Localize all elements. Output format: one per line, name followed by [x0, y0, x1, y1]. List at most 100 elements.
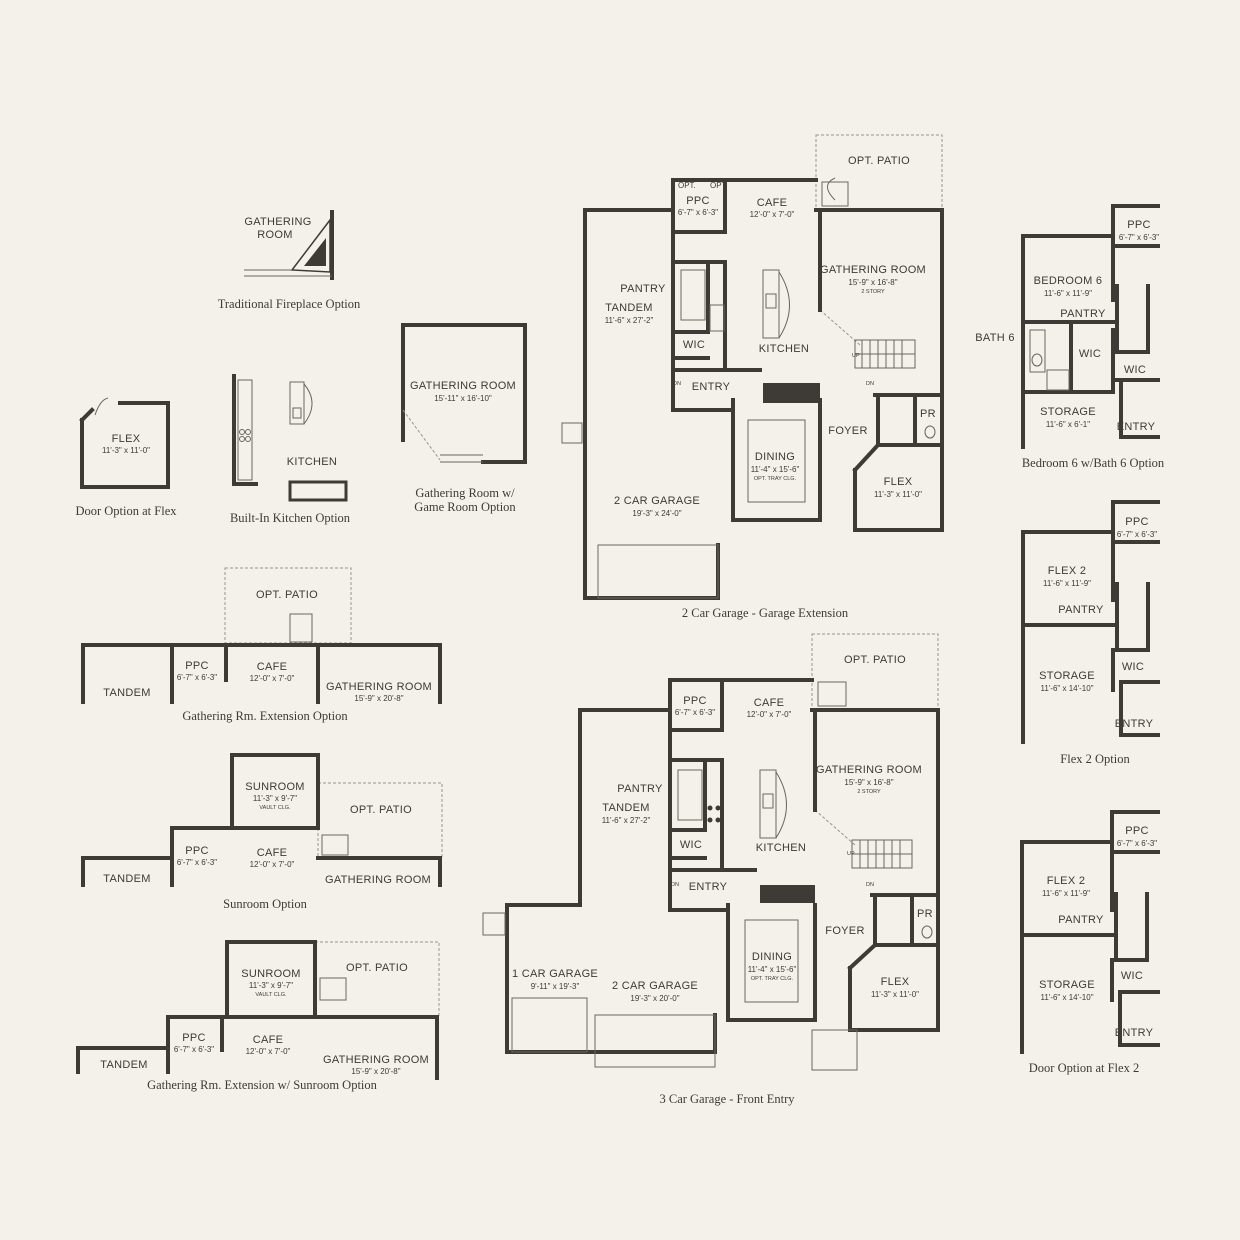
room-dimension: 15'-11" x 16'-10" [434, 394, 492, 403]
room-label: GATHERING ROOM [816, 764, 922, 776]
room-note: OPT. TRAY CLG. [751, 976, 794, 982]
caption: Sunroom Option [223, 897, 307, 911]
room-dimension: 11'-6" x 14'-10" [1040, 684, 1093, 693]
room-label: PPC [185, 845, 209, 857]
door-swing-icon [94, 397, 109, 416]
room-label: PPC [1125, 516, 1149, 528]
room-dimension: 11'-6" x 11'-9" [1044, 289, 1092, 298]
room-dimension: 11'-3" x 9'-7" [249, 981, 293, 990]
room-dimension: 6'-7" x 6'-3" [1117, 839, 1157, 848]
room-dimension: 19'-3" x 20'-0" [630, 994, 679, 1003]
room-dimension: 11'-4" x 15'-6" [751, 465, 800, 474]
stair-label: DN [866, 882, 874, 888]
builtin-kitchen-option: KITCHEN Built-In Kitchen Option [230, 374, 351, 525]
caption: Door Option at Flex 2 [1029, 1061, 1139, 1075]
room-note: OPT. TRAY CLG. [754, 476, 797, 482]
flex2-option: PPC 6'-7" x 6'-3" FLEX 2 11'-6" x 11'-9"… [1021, 500, 1160, 766]
caption: Gathering Rm. Extension w/ Sunroom Optio… [147, 1078, 378, 1092]
room-label: ENTRY [1115, 718, 1154, 730]
room-label: FOYER [825, 925, 864, 937]
cooktop-icon [239, 429, 251, 442]
room-label: OPT. PATIO [848, 155, 910, 167]
room-note: 2 STORY [861, 289, 885, 295]
room-label: KITCHEN [287, 456, 337, 468]
room-label: PANTRY [617, 783, 663, 795]
room-label: STORAGE [1039, 670, 1095, 682]
room-label: TANDEM [602, 802, 649, 814]
cooktop-icon [707, 805, 721, 823]
fireplace-icon [244, 210, 334, 280]
tub-icon [1046, 369, 1070, 391]
room-label: TANDEM [100, 1059, 147, 1071]
room-label: WIC [1122, 661, 1144, 673]
room-dimension: 6'-7" x 6'-3" [177, 858, 217, 867]
room-dimension: 6'-7" x 6'-3" [678, 208, 718, 217]
room-label: 2 CAR GARAGE [614, 495, 700, 507]
room-label: CAFE [757, 197, 788, 209]
room-dimension: 12'-0" x 7'-0" [246, 1047, 291, 1056]
caption: Gathering Room w/ [415, 486, 515, 500]
cooktop-icon [709, 304, 725, 332]
caption: Door Option at Flex [75, 504, 177, 518]
room-label: STORAGE [1040, 406, 1096, 418]
stair-icon [851, 839, 913, 869]
room-label: PANTRY [1058, 604, 1104, 616]
sunroom-option: OPT. PATIO SUNROOM 11'-3" x 9'-7" VAULT … [81, 753, 443, 911]
room-label: SUNROOM [245, 781, 305, 793]
room-label: WIC [1121, 970, 1143, 982]
room-label: CAFE [257, 847, 288, 859]
room-dimension: 11'-6" x 14'-10" [1040, 993, 1093, 1002]
room-label: DINING [755, 451, 795, 463]
sink-icon [292, 407, 302, 419]
room-label: PPC [182, 1032, 206, 1044]
room-label: PANTRY [1060, 308, 1106, 320]
toilet-icon [924, 425, 936, 439]
room-label: BEDROOM 6 [1034, 275, 1103, 287]
stair-label: DN [673, 381, 681, 387]
room-dimension: 15'-9" x 16'-8" [844, 778, 893, 787]
room-label: PANTRY [620, 283, 666, 295]
toilet-icon [1031, 353, 1043, 367]
room-dimension: 19'-3" x 24'-0" [632, 509, 681, 518]
door-option-at-flex2: PPC 6'-7" x 6'-3" FLEX 2 11'-6" x 11'-9"… [1020, 810, 1160, 1075]
stair-label: DN [866, 381, 874, 387]
room-label: PPC [686, 195, 710, 207]
room-label: WIC [683, 339, 705, 351]
room-dimension: 11'-6" x 11'-9" [1043, 579, 1091, 588]
room-label: KITCHEN [756, 842, 806, 854]
opt-label: OPT. [710, 181, 728, 190]
gathering-rm-extension-option: OPT. PATIO PPC 6'-7" x 6'-3" CAFE 12'-0"… [81, 567, 442, 723]
room-label: TANDEM [103, 873, 150, 885]
sink-icon [762, 793, 774, 809]
room-label: OPT. PATIO [346, 962, 408, 974]
caption: Bedroom 6 w/Bath 6 Option [1022, 456, 1165, 470]
caption: Flex 2 Option [1060, 752, 1130, 766]
room-dimension: 6'-7" x 6'-3" [177, 673, 217, 682]
fireplace-option: GATHERING ROOM Traditional Fireplace Opt… [218, 210, 361, 311]
room-label: GATHERING ROOM [410, 380, 516, 392]
room-label: FLEX [884, 476, 913, 488]
room-dimension: 15'-9" x 20'-8" [354, 694, 403, 703]
caption: 3 Car Garage - Front Entry [659, 1092, 795, 1106]
room-dimension: 12'-0" x 7'-0" [747, 710, 792, 719]
room-label: CAFE [257, 661, 288, 673]
room-label: GATHERING ROOM [326, 681, 432, 693]
room-label: GATHERING ROOM [323, 1054, 429, 1066]
stair-label: UP [847, 851, 855, 857]
room-label: 2 CAR GARAGE [612, 980, 698, 992]
caption: Built-In Kitchen Option [230, 511, 351, 525]
room-label: STORAGE [1039, 979, 1095, 991]
bedroom6-option: PPC 6'-7" x 6'-3" BEDROOM 6 11'-6" x 11'… [975, 204, 1165, 470]
room-label: GATHERING ROOM [325, 874, 431, 886]
room-label: PANTRY [1058, 914, 1104, 926]
room-label: KITCHEN [759, 343, 809, 355]
room-label: OPT. PATIO [256, 589, 318, 601]
room-label: WIC [680, 839, 702, 851]
room-dimension: 9'-11" x 19'-3" [531, 982, 580, 991]
room-dimension: 6'-7" x 6'-3" [675, 708, 715, 717]
room-dimension: 11'-6" x 27'-2" [602, 816, 651, 825]
room-label: PPC [185, 660, 209, 672]
room-dimension: 11'-3" x 9'-7" [253, 794, 297, 803]
room-label: TANDEM [605, 302, 652, 314]
room-dimension: 12'-0" x 7'-0" [250, 860, 295, 869]
